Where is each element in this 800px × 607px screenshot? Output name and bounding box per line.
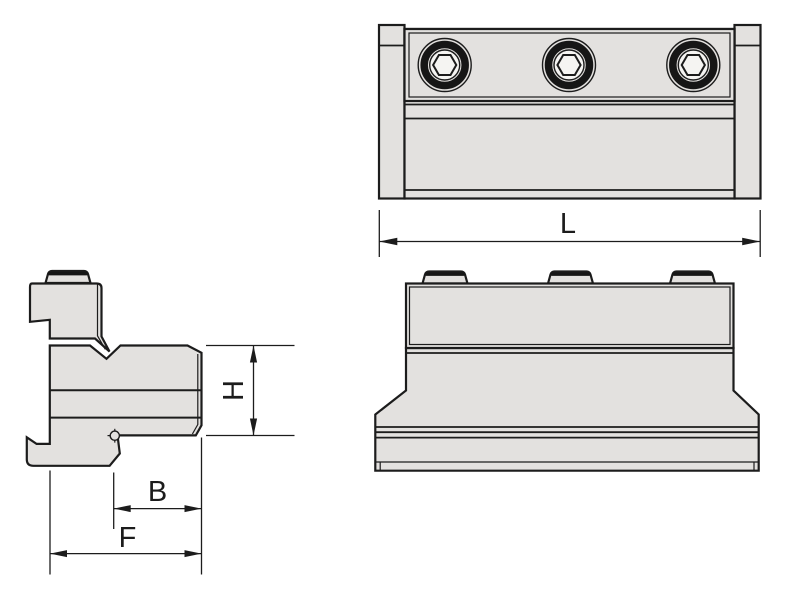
dim-H-arrow-top — [249, 345, 258, 363]
front-view — [374, 270, 760, 472]
dim-F-arrow-right — [184, 550, 202, 558]
front-view-upper-block-inner-edge — [408, 286, 731, 346]
clamp-plate-inner-edge — [408, 32, 731, 98]
side-view — [25, 269, 203, 467]
dim-L-arrow-right — [742, 237, 761, 246]
top-view-left-tab — [377, 23, 406, 200]
dimension-F: F — [49, 470, 202, 575]
side-view-screw-cap — [44, 269, 92, 285]
dim-label-L: L — [560, 208, 576, 240]
front-view-upper-block — [404, 282, 735, 350]
dim-B-arrow-right — [184, 505, 202, 513]
side-view-body-edge-highlight — [191, 354, 199, 435]
hex-screw-right-icon — [666, 37, 721, 93]
screw-cap-left — [421, 270, 469, 285]
top-view — [377, 23, 762, 200]
top-view-right-tab — [733, 23, 762, 200]
screw-cap-right — [668, 270, 717, 285]
front-view-detail-lines — [375, 352, 759, 471]
dimension-H: H — [206, 344, 295, 437]
dim-label-H: H — [218, 380, 250, 401]
hex-screw-middle-icon — [541, 37, 597, 93]
top-view-detail-lines — [404, 103, 735, 191]
side-view-blade-slot-lines — [50, 389, 202, 419]
dim-label-B: B — [148, 476, 167, 508]
front-view-base — [374, 346, 760, 472]
dim-L-arrow-left — [379, 237, 398, 246]
dim-label-F: F — [119, 522, 137, 554]
dim-H-arrow-bottom — [249, 418, 258, 436]
set-screw-mark — [107, 428, 122, 443]
dim-F-arrow-left — [50, 550, 67, 558]
side-view-clamp-edge-highlight — [96, 284, 106, 350]
dimension-B: B — [113, 437, 203, 575]
side-view-clamp — [28, 282, 111, 353]
side-view-body — [25, 344, 203, 467]
screw-cap-middle — [546, 270, 595, 285]
dim-B-arrow-left — [113, 505, 131, 513]
hex-screw-left-icon — [417, 37, 472, 93]
dimension-L: L — [378, 208, 761, 257]
